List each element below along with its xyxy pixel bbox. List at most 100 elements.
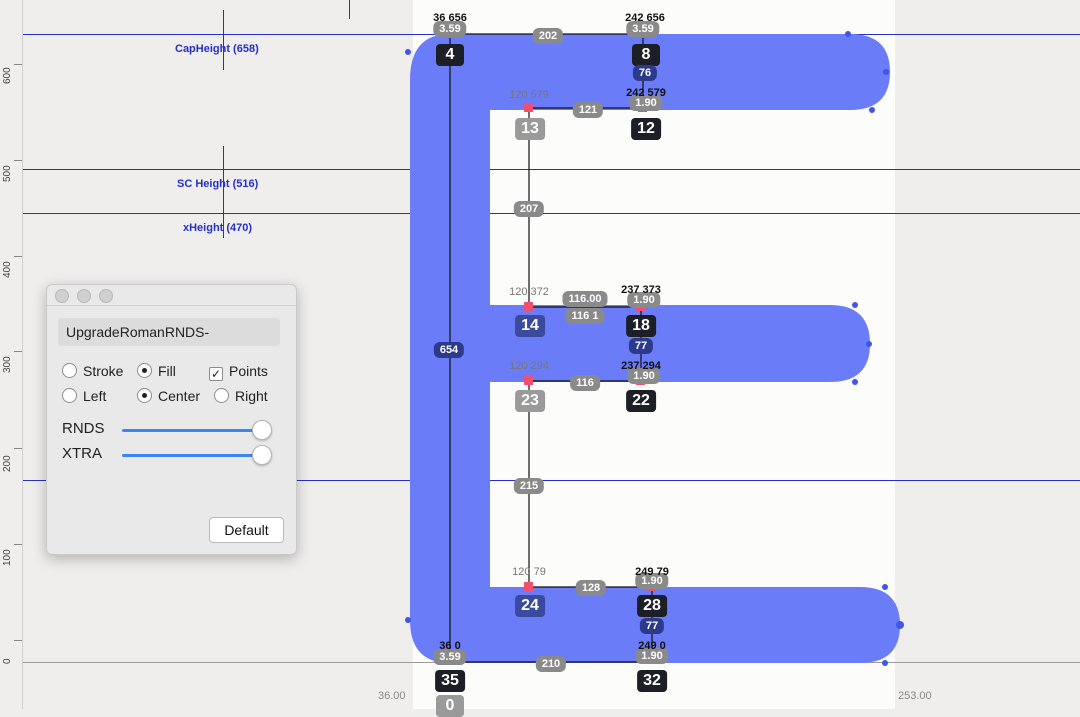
measure-badge: 3.59 <box>626 21 660 37</box>
sc-height-line <box>22 169 1080 170</box>
fill-option[interactable]: Fill <box>137 363 176 379</box>
coord-label: 120 579 <box>509 89 549 101</box>
measure-badge: 128 <box>575 580 607 596</box>
measure-badge: 215 <box>513 478 545 494</box>
points-checkbox[interactable]: ✓ <box>209 367 223 381</box>
measure-badge: 3.59 <box>433 21 467 37</box>
ruler-tick <box>14 256 22 257</box>
measure-badge: 654 <box>433 342 465 358</box>
measure-badge: 1.90 <box>627 368 661 384</box>
ruler-tick <box>14 64 22 65</box>
coord-label: 120 372 <box>509 286 549 298</box>
minimize-window-button[interactable] <box>77 289 91 303</box>
left-sidebearing-label: 36.00 <box>378 690 406 702</box>
right-option[interactable]: Right <box>214 388 268 404</box>
measure-badge: 76 <box>632 65 658 81</box>
rnds-slider-knob[interactable] <box>252 420 272 440</box>
guide-line <box>22 480 1080 481</box>
coord-label: 249 79 <box>635 566 669 578</box>
point-number-8[interactable]: 8 <box>632 44 660 66</box>
ruler-label-100: 100 <box>2 549 13 566</box>
coord-label: 249 0 <box>638 640 666 652</box>
measure-badge: 116.00 <box>562 291 608 307</box>
cap-height-label: CapHeight (658) <box>175 43 259 55</box>
measure-badge: 207 <box>513 201 545 217</box>
coord-label: 237 294 <box>621 360 661 372</box>
fill-radio[interactable] <box>137 363 152 378</box>
close-window-button[interactable] <box>55 289 69 303</box>
ruler-tick <box>14 351 22 352</box>
x-height-line <box>22 213 1080 214</box>
coord-label: 36 656 <box>433 12 467 24</box>
coord-label: 242 656 <box>625 12 665 24</box>
instance-name-field[interactable]: UpgradeRomanRNDS- <box>58 318 280 346</box>
ruler-tick <box>14 448 22 449</box>
center-label: Center <box>158 388 201 404</box>
xtra-slider-knob[interactable] <box>252 445 272 465</box>
points-option[interactable]: ✓ Points <box>209 363 268 381</box>
vertical-guide <box>223 146 224 238</box>
center-radio[interactable] <box>137 388 152 403</box>
ruler-label-300: 300 <box>2 356 13 373</box>
center-option[interactable]: Center <box>137 388 200 404</box>
right-radio[interactable] <box>214 388 229 403</box>
zoom-window-button[interactable] <box>99 289 113 303</box>
left-option[interactable]: Left <box>62 388 106 404</box>
right-sidebearing-label: 253.00 <box>898 690 932 702</box>
ruler-label-500: 500 <box>2 165 13 182</box>
measure-badge: 116 <box>570 375 600 391</box>
xtra-label: XTRA <box>62 445 103 462</box>
coord-label: 36 0 <box>439 640 461 652</box>
point-number-32[interactable]: 32 <box>637 670 667 692</box>
default-button[interactable]: Default <box>209 517 284 543</box>
panel-titlebar[interactable] <box>47 285 296 306</box>
measure-badge: 210 <box>535 656 567 672</box>
coord-label: 242 579 <box>626 87 666 99</box>
stroke-option[interactable]: Stroke <box>62 363 123 379</box>
vertical-ruler: 600 500 400 300 200 100 0 <box>0 0 23 709</box>
point-number-13[interactable]: 13 <box>515 118 545 140</box>
point-number-14[interactable]: 14 <box>515 315 545 337</box>
points-label: Points <box>229 363 268 379</box>
sc-height-label: SC Height (516) <box>177 178 259 190</box>
vertical-guide <box>223 10 224 70</box>
rnds-slider-track[interactable] <box>122 429 262 432</box>
measure-badge: 121 <box>572 102 604 118</box>
coord-label: 237 373 <box>621 284 661 296</box>
point-number-35[interactable]: 35 <box>435 670 465 692</box>
glyph-e-fill <box>410 34 900 663</box>
measure-badge: 77 <box>639 618 665 634</box>
xtra-slider-track[interactable] <box>122 454 262 457</box>
measure-badge: 202 <box>532 28 564 44</box>
ruler-tick <box>14 544 22 545</box>
point-number-28[interactable]: 28 <box>637 595 667 617</box>
point-number-4[interactable]: 4 <box>436 44 464 66</box>
point-number-18[interactable]: 18 <box>626 315 656 337</box>
x-height-label: xHeight (470) <box>183 222 253 234</box>
measure-badge: 77 <box>628 338 654 354</box>
measure-badge: 1.90 <box>629 95 663 111</box>
rnds-label: RNDS <box>62 420 105 437</box>
vertical-guide <box>349 0 350 19</box>
ruler-label-600: 600 <box>2 67 13 84</box>
point-number-24[interactable]: 24 <box>515 595 545 617</box>
ruler-label-0: 0 <box>2 658 13 664</box>
measure-badge: 1.90 <box>627 292 661 308</box>
point-number-23[interactable]: 23 <box>515 390 545 412</box>
point-number-0[interactable]: 0 <box>436 695 464 717</box>
measure-badge: 1.90 <box>635 648 669 664</box>
fill-label: Fill <box>158 363 176 379</box>
stroke-label: Stroke <box>83 363 124 379</box>
left-radio[interactable] <box>62 388 77 403</box>
left-label: Left <box>83 388 107 404</box>
handle-points <box>405 31 904 666</box>
ruler-label-200: 200 <box>2 455 13 472</box>
point-number-22[interactable]: 22 <box>626 390 656 412</box>
stroke-radio[interactable] <box>62 363 77 378</box>
measure-badge: 1.90 <box>635 573 669 589</box>
coord-label: 120 294 <box>509 360 549 372</box>
point-number-12[interactable]: 12 <box>631 118 661 140</box>
measure-badge: 116 1 <box>565 308 605 324</box>
ruler-tick <box>14 160 22 161</box>
